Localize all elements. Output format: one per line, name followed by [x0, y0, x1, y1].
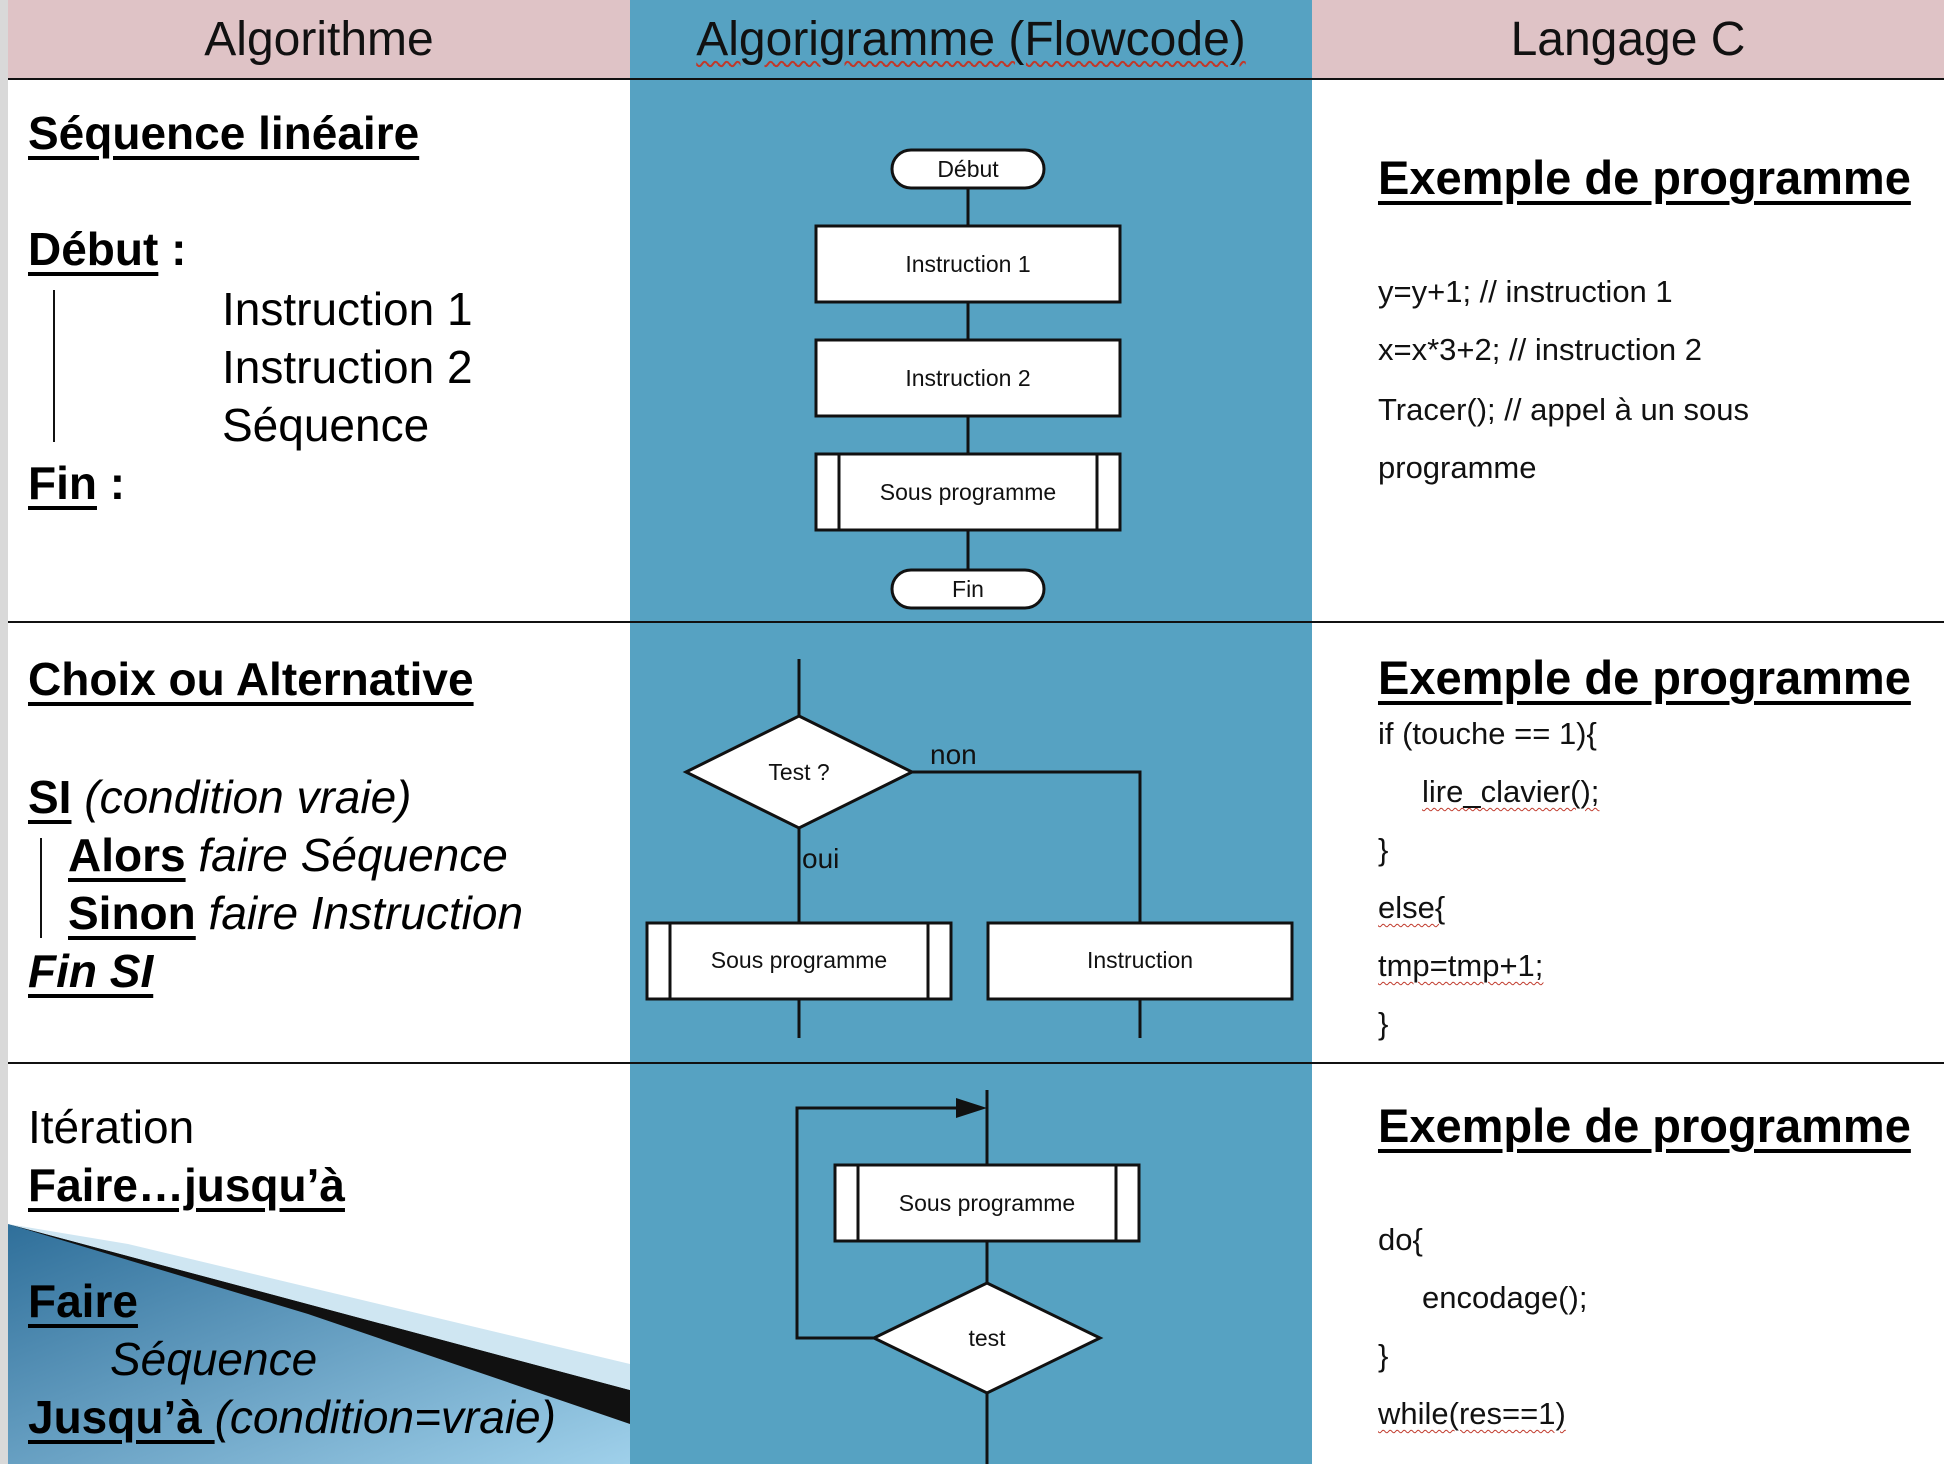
- flow-subprogram-box: [814, 452, 1122, 532]
- choice-non-branch-line: [912, 770, 1142, 923]
- sequence-debut: Début :: [28, 222, 186, 276]
- header-langage-c: Langage C: [1312, 0, 1944, 78]
- sequence-code-line-2: x=x*3+2; // instruction 2: [1378, 332, 1702, 367]
- debut-keyword: Début: [28, 223, 159, 275]
- iteration-code-line-2: encodage();: [1422, 1280, 1588, 1315]
- flow-end-label: Fin: [952, 576, 984, 602]
- row-divider-header: [8, 78, 1944, 80]
- corner-swoosh-light-band: [8, 1224, 630, 1390]
- iteration-jusqua-line: Jusqu’à (condition=vraie): [28, 1390, 556, 1444]
- iteration-code-line-3: }: [1378, 1338, 1389, 1373]
- iteration-code-line-1: do{: [1378, 1222, 1423, 1257]
- flow-start-label: Début: [937, 156, 999, 182]
- alors-action: faire Séquence: [185, 829, 508, 881]
- choice-code-line-6: }: [1378, 1006, 1389, 1041]
- choice-sinon-line: Sinon faire Instruction: [68, 886, 523, 940]
- flow-instruction-2-label: Instruction 2: [905, 365, 1030, 391]
- flowchart-svg: Début Instruction 1 Instruction 2 Sous p…: [645, 148, 1294, 1464]
- choice-finsi-line: Fin SI: [28, 944, 153, 998]
- flow-choice-instruction-box: [986, 921, 1294, 1001]
- flow-end-terminal: [890, 568, 1046, 610]
- sequence-title: Séquence linéaire: [28, 107, 420, 159]
- sequence-code-line-4: programme: [1378, 450, 1537, 485]
- sequence-code-line-1: y=y+1; // instruction 1: [1378, 274, 1673, 309]
- debut-colon: :: [158, 223, 187, 275]
- choice-code-line-5: tmp=tmp+1;: [1378, 948, 1544, 983]
- iteration-code-line-4: while(res==1): [1378, 1396, 1566, 1431]
- sequence-line-2: Instruction 2: [222, 341, 473, 393]
- alors-keyword: Alors: [68, 829, 186, 881]
- flow-start-terminal: [890, 148, 1046, 190]
- header-algorithme-label: Algorithme: [204, 12, 434, 66]
- si-condition: (condition vraie): [71, 771, 412, 823]
- si-keyword: SI: [28, 771, 72, 823]
- corner-swoosh-fill: [8, 1224, 630, 1464]
- sequence-fin: Fin :: [28, 456, 125, 510]
- flow-iteration-subprogram-box: [833, 1163, 1141, 1243]
- sequence-line-3: Séquence: [222, 399, 430, 451]
- sinon-keyword: Sinon: [68, 887, 196, 939]
- decorative-corner-swoosh: [8, 1224, 630, 1464]
- row-divider-1: [8, 621, 1944, 623]
- flow-iteration-subprogram-label: Sous programme: [899, 1190, 1075, 1216]
- faire-keyword: Faire: [28, 1275, 138, 1327]
- choice-si-line: SI (condition vraie): [28, 770, 412, 824]
- choice-code-line-2: lire_clavier();: [1422, 774, 1600, 809]
- choice-block-bar: [40, 838, 42, 938]
- choice-code-line-4: else{: [1378, 890, 1446, 925]
- iteration-title: Itération: [28, 1101, 195, 1153]
- jusqua-condition: (condition=vraie): [214, 1391, 556, 1443]
- flow-instruction-1-box: [814, 224, 1122, 304]
- flow-instruction-2-box: [814, 338, 1122, 418]
- iteration-loop-arrowhead: [956, 1098, 987, 1118]
- choice-alors-line: Alors faire Séquence: [68, 828, 508, 882]
- choice-title: Choix ou Alternative: [28, 653, 474, 705]
- finsi-keyword: Fin SI: [28, 945, 154, 997]
- choice-code-line-1: if (touche == 1){: [1378, 716, 1597, 751]
- row-divider-2: [8, 1062, 1944, 1064]
- flow-test-label: Test ?: [768, 759, 829, 785]
- sequence-block-bar: [53, 290, 55, 442]
- flow-non-label: non: [930, 739, 977, 770]
- sequence-example-title: Exemple de programme: [1378, 151, 1911, 204]
- sequence-code-line-3: Tracer(); // appel à un sous: [1378, 392, 1750, 427]
- jusqua-keyword: Jusqu’à: [28, 1391, 215, 1443]
- fin-colon: :: [96, 457, 126, 509]
- iteration-sequence-line: Séquence: [110, 1333, 318, 1385]
- flow-iteration-test-label: test: [968, 1325, 1006, 1351]
- choice-example-title: Exemple de programme: [1378, 651, 1911, 704]
- sequence-line-1: Instruction 1: [222, 283, 473, 335]
- iteration-faire-line: Faire: [28, 1274, 138, 1328]
- header-algorithme: Algorithme: [8, 0, 630, 78]
- header-langage-label: Langage C: [1510, 12, 1746, 66]
- sinon-action: faire Instruction: [195, 887, 524, 939]
- iteration-example-title: Exemple de programme: [1378, 1099, 1911, 1152]
- header-algorigramme-label: Algorigramme (Flowcode): [696, 12, 1246, 66]
- flow-choice-instruction-label: Instruction: [1087, 947, 1193, 973]
- iteration-loop-back-line: [795, 1106, 960, 1340]
- fin-keyword: Fin: [28, 457, 97, 509]
- left-edge: [0, 0, 8, 1464]
- flow-subprogram-label: Sous programme: [880, 479, 1056, 505]
- header-algorigramme: Algorigramme (Flowcode): [630, 0, 1312, 78]
- choice-code-line-3: }: [1378, 832, 1389, 867]
- flow-oui-label: oui: [802, 843, 839, 874]
- iteration-subtitle: Faire…jusqu’à: [28, 1159, 345, 1211]
- flow-instruction-1-label: Instruction 1: [905, 251, 1030, 277]
- flow-choice-subprogram-label: Sous programme: [711, 947, 887, 973]
